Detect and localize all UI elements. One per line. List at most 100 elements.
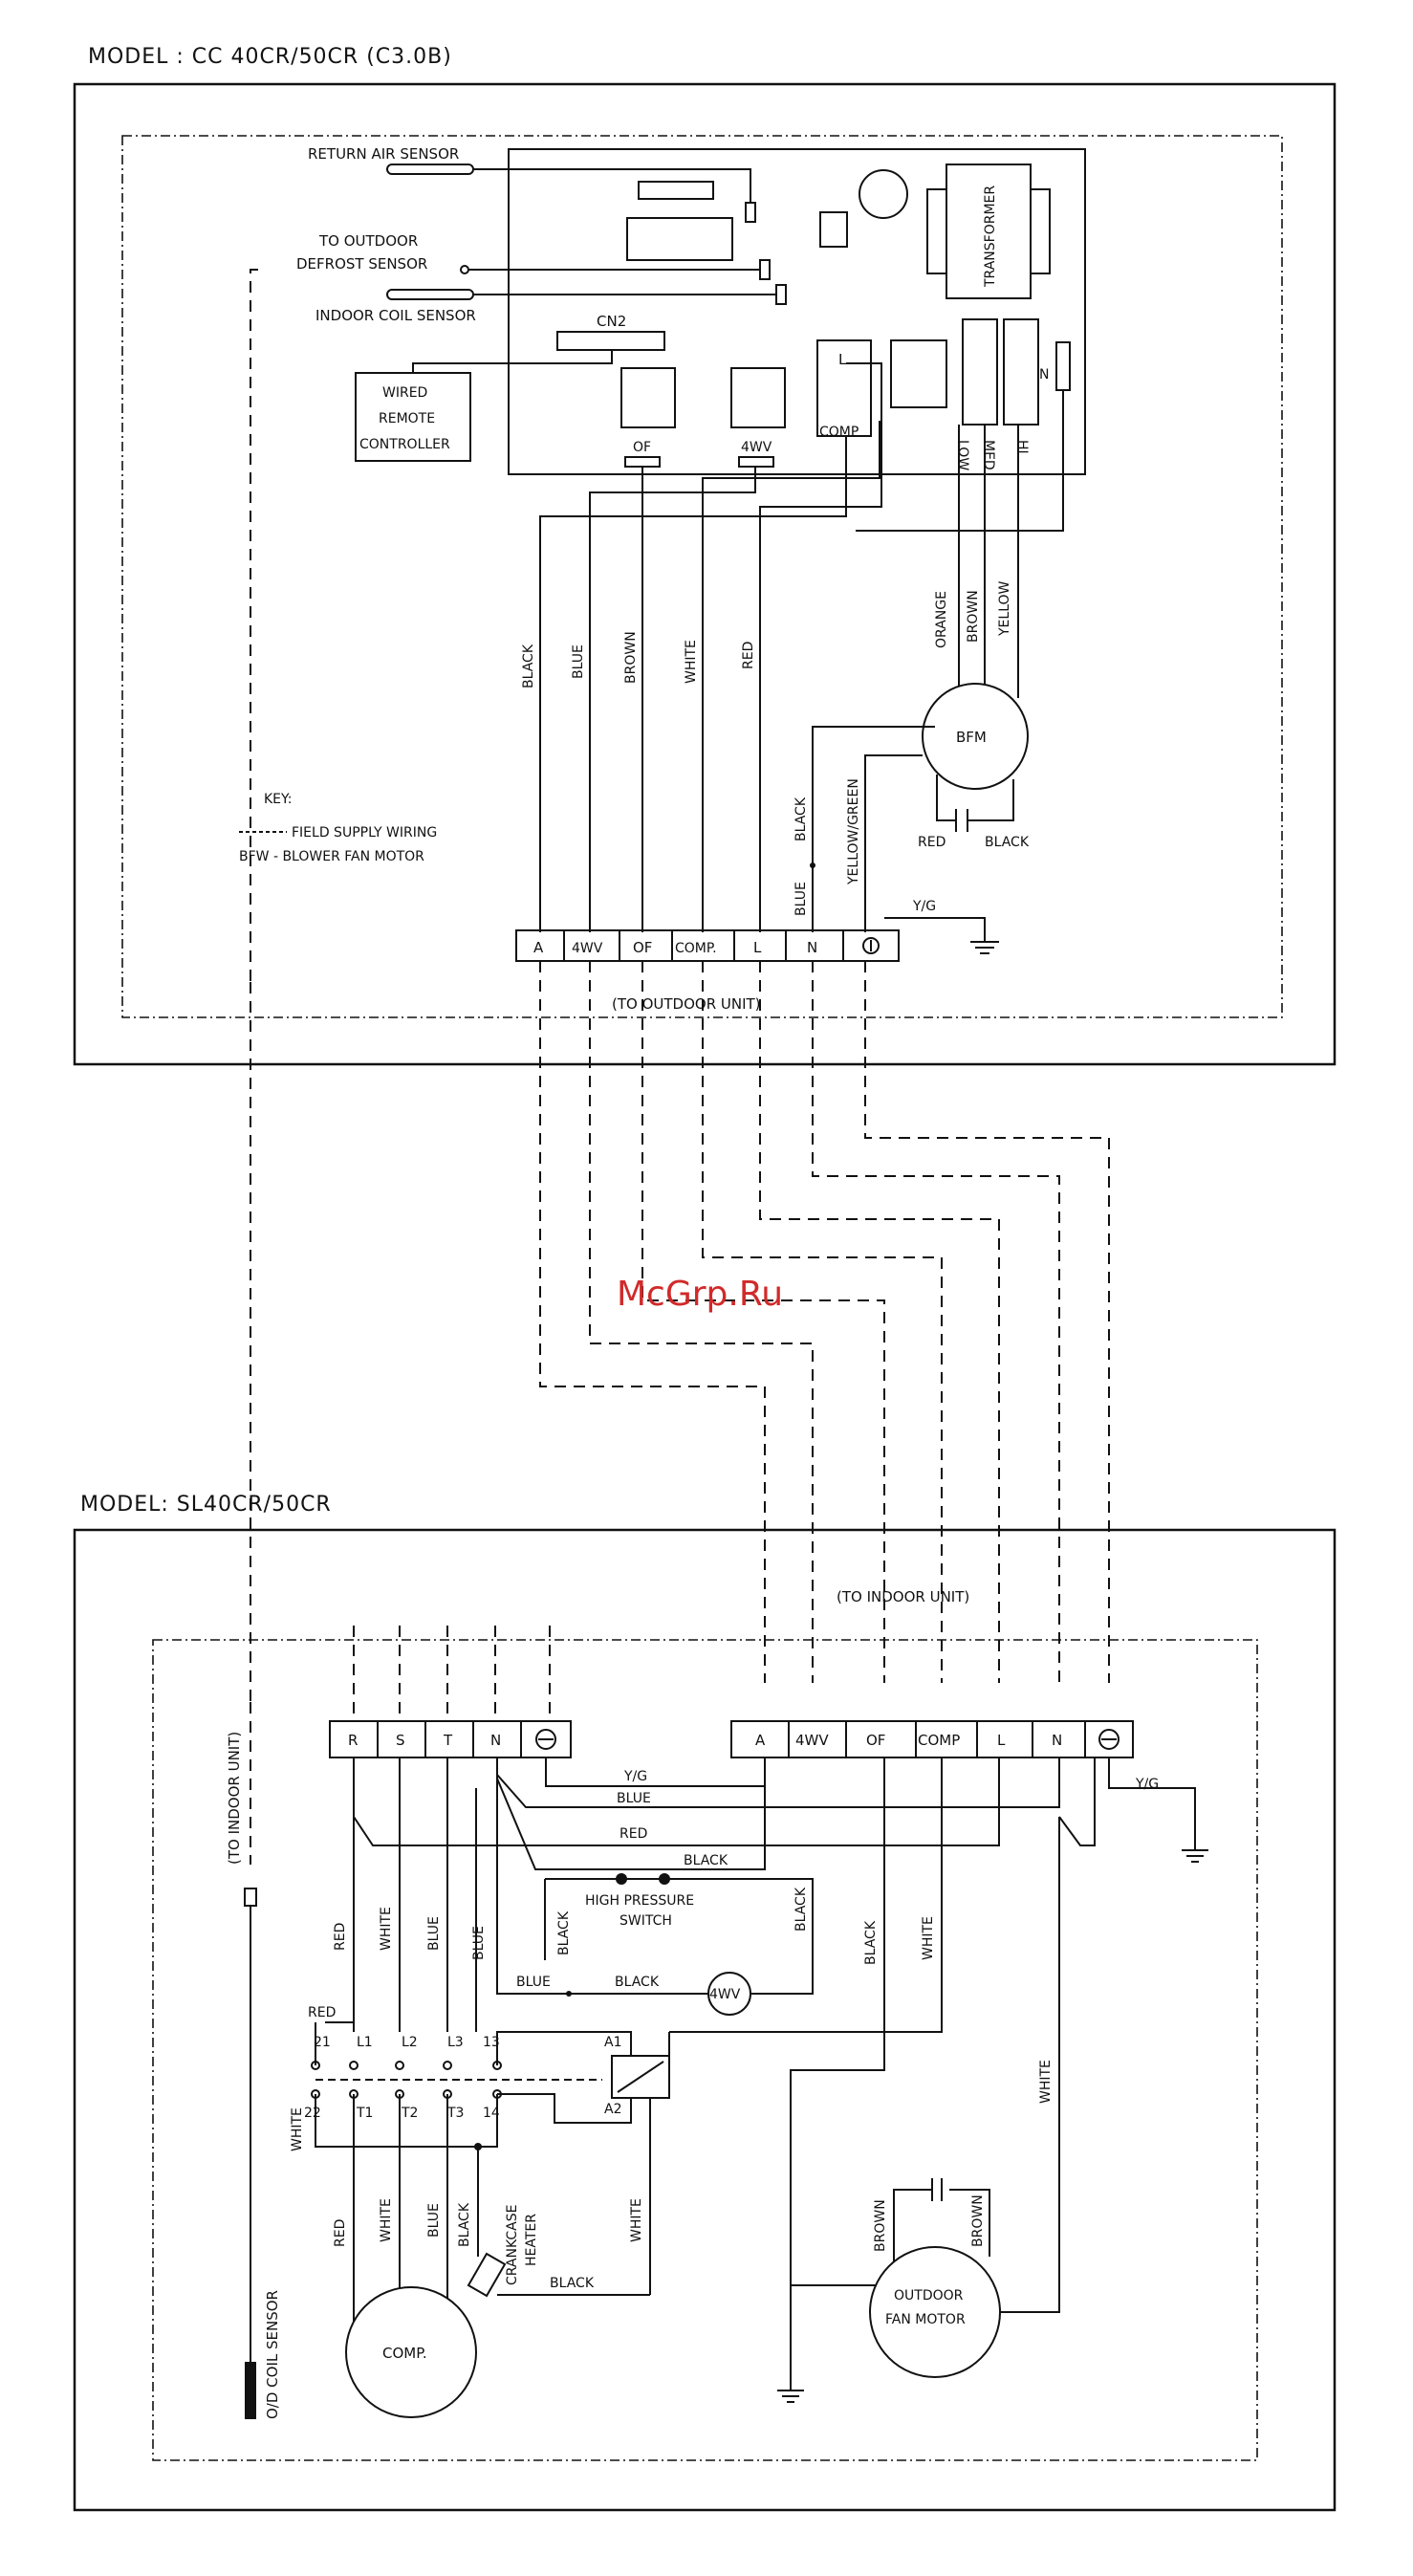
relay-comp-label: COMP <box>819 425 859 440</box>
wire-yg-label: YELLOW/GREEN <box>846 778 861 885</box>
term-n-right: N <box>1052 1732 1062 1749</box>
watermark: McGrp.Ru <box>617 1275 783 1314</box>
relay-fan-1 <box>890 339 947 408</box>
speed-hi-label: HI <box>1014 440 1030 454</box>
fan-motor-label-1: OUTDOOR <box>894 2288 964 2303</box>
transformer-label: TRANSFORMER <box>983 186 998 288</box>
term-s: S <box>396 1732 405 1749</box>
term-n-left: N <box>490 1732 501 1749</box>
indoor-term-l: L <box>753 939 762 956</box>
speed-med-label: MED <box>981 440 996 470</box>
to-outdoor-unit-label: (TO OUTDOOR UNIT) <box>612 995 761 1013</box>
wire-black2-label: BLACK <box>793 797 809 841</box>
wire-label-blue: BLUE <box>571 644 586 679</box>
indoor-coil-sensor-probe <box>386 289 474 300</box>
term-comp: COMP <box>918 1732 960 1749</box>
four-wv-label: 4WV <box>709 1987 741 2002</box>
yg2-label: Y/G <box>1135 1777 1159 1792</box>
yg-short-label: Y/G <box>912 899 936 914</box>
term-l: L <box>997 1732 1006 1749</box>
key-bfw: BFW - BLOWER FAN MOTOR <box>239 849 424 864</box>
cap-black-label: BLACK <box>985 835 1030 850</box>
black1-label: BLACK <box>684 1853 728 1868</box>
od-coil-sensor-label: O/D COIL SENSOR <box>264 2290 281 2419</box>
return-air-sensor-label: RETURN AIR SENSOR <box>308 145 459 163</box>
indoor-coil-sensor-label: INDOOR COIL SENSOR <box>315 307 476 324</box>
term-r: R <box>348 1732 358 1749</box>
wire-label-white: WHITE <box>684 640 699 684</box>
cap-red-label: RED <box>918 835 946 850</box>
relay-fan-2 <box>962 318 998 426</box>
relay-4wv <box>730 367 786 428</box>
of-label: OF <box>633 440 651 455</box>
contactor-t3: T3 <box>446 2106 464 2121</box>
to-outdoor-label: TO OUTDOOR <box>318 232 418 250</box>
contactor-l1: L1 <box>357 2035 373 2050</box>
contactor-l3: L3 <box>447 2035 464 2050</box>
defrost-connector <box>759 259 771 280</box>
transformer-core-right <box>1030 188 1051 274</box>
red1-label: RED <box>620 1826 647 1842</box>
chip-large <box>626 217 733 261</box>
outdoor-model-title: MODEL: SL40CR/50CR <box>80 1493 332 1517</box>
crankcase-label-1: CRANKCASE <box>505 2205 520 2286</box>
wire-label-red: RED <box>741 642 756 669</box>
field-wire-gnd <box>864 961 1110 1683</box>
relay-fan-3 <box>1003 318 1039 426</box>
field-wire-of <box>641 961 885 1683</box>
chip-small <box>638 181 714 200</box>
remote-line-3: CONTROLLER <box>359 437 450 452</box>
term-a: A <box>755 1732 766 1749</box>
outdoor-signal-terminal-strip <box>730 1720 1134 1758</box>
key-title: KEY: <box>264 792 292 807</box>
term-4wv: 4WV <box>795 1732 829 1749</box>
contactor-14: 14 <box>483 2106 500 2121</box>
od-coil-sensor-plug <box>244 1888 257 1907</box>
term-t: T <box>443 1732 453 1749</box>
indoor-term-4wv: 4WV <box>572 941 603 956</box>
white-left-label: WHITE <box>290 2107 305 2151</box>
indoor-term-n: N <box>807 939 817 956</box>
contactor-l2: L2 <box>402 2035 418 2050</box>
term-of: OF <box>866 1732 885 1749</box>
indoor-unit-frame <box>73 82 1337 1066</box>
field-wire-n <box>812 961 1060 1683</box>
outdoor-unit-inner-border <box>152 1639 1258 2461</box>
contactor-t2: T2 <box>401 2106 418 2121</box>
wire-label-black: BLACK <box>521 644 536 688</box>
contactor-22: 22 <box>304 2106 321 2121</box>
bfm-label: BFM <box>956 729 987 746</box>
relay-l-label: L <box>838 351 847 368</box>
vert-blue-label: BLUE <box>426 1916 442 1951</box>
blue1-label: BLUE <box>617 1791 651 1806</box>
indoor-term-a: A <box>533 939 544 956</box>
to-indoor-unit-vert: (TO INDOOR UNIT) <box>226 1732 243 1865</box>
buzzer <box>859 169 908 219</box>
defrost-sensor-label: DEFROST SENSOR <box>296 255 427 273</box>
vert-white-label: WHITE <box>379 1907 394 1951</box>
cn2-label: CN2 <box>597 313 626 330</box>
black-hp-left-label: BLACK <box>556 1910 572 1955</box>
field-wire-l <box>759 961 1000 1683</box>
key-field-wiring: FIELD SUPPLY WIRING <box>292 825 437 840</box>
relay-of <box>620 367 676 428</box>
lead-brown: BROWN <box>966 590 981 643</box>
blue-4wv-label: BLUE <box>516 1975 551 1990</box>
defrost-field-wire <box>250 269 258 1702</box>
remote-line-2: REMOTE <box>379 411 435 426</box>
vert-black-bottom: BLACK <box>457 2202 472 2247</box>
wire-label-brown: BROWN <box>623 631 639 684</box>
blower-fan-motor <box>922 683 1029 790</box>
white-vert1-label: WHITE <box>921 1916 936 1960</box>
4wv-label: 4WV <box>741 440 772 455</box>
white-right-label: WHITE <box>1038 2060 1054 2104</box>
coil-a2-label: A2 <box>604 2102 621 2117</box>
indoor-unit-inner-border <box>121 135 1283 1018</box>
compressor <box>345 2286 477 2418</box>
connector-of <box>624 456 661 468</box>
vert-white-bottom: WHITE <box>379 2198 394 2242</box>
black-bottom-label: BLACK <box>550 2276 595 2291</box>
connector-4wv <box>738 456 774 468</box>
contactor-13: 13 <box>483 2035 500 2050</box>
